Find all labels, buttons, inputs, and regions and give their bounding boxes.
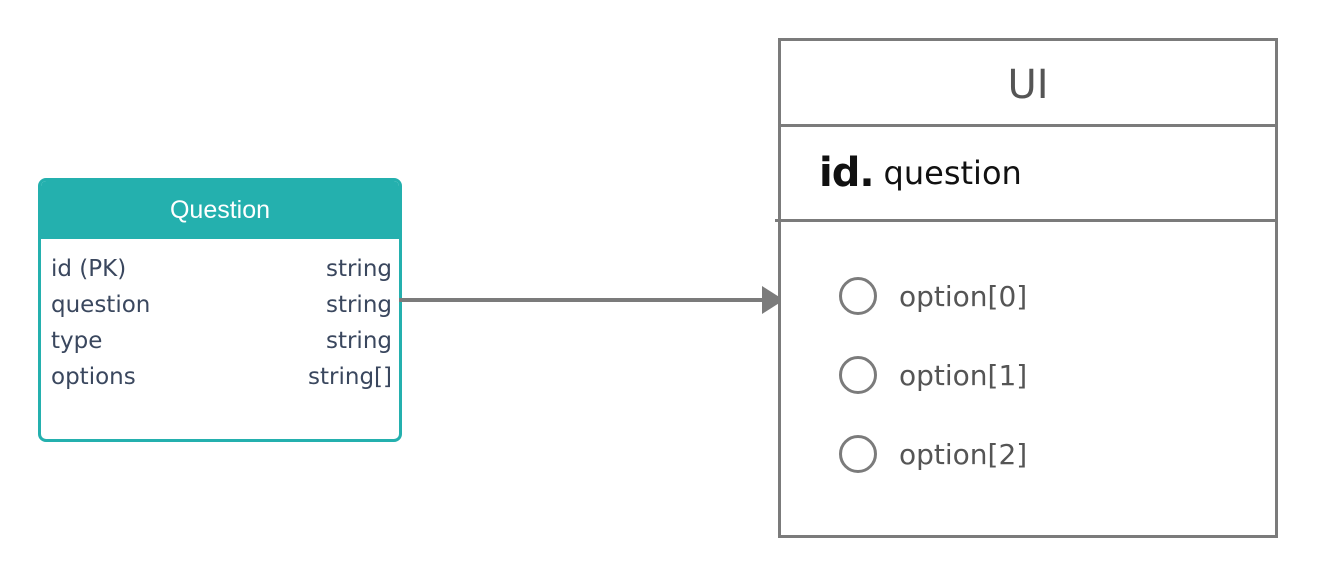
field-name: id (PK) [51, 256, 127, 282]
field-type: string[] [308, 364, 392, 390]
option-label: option[1] [899, 358, 1028, 392]
option-item[interactable]: option[0] [839, 256, 1275, 336]
option-item[interactable]: option[2] [839, 414, 1275, 494]
option-item[interactable]: option[1] [839, 335, 1275, 415]
field-row-options: options string[] [51, 359, 392, 395]
id-prefix: id. [819, 150, 875, 196]
field-name: question [51, 292, 151, 318]
radio-icon[interactable] [839, 435, 877, 473]
field-type: string [325, 256, 392, 282]
field-name: options [51, 364, 136, 390]
options-list: option[0] option[1] option[2] [781, 222, 1275, 494]
option-label: option[2] [899, 437, 1028, 471]
radio-icon[interactable] [839, 277, 877, 315]
field-type: string [325, 292, 392, 318]
entity-fields: id (PK) string question string type stri… [41, 239, 399, 395]
field-name: type [51, 328, 103, 354]
ui-panel: UI id. question option[0] option[1] opti… [775, 38, 1278, 538]
entity-title: Question [41, 181, 399, 239]
arrow-head-icon [762, 286, 784, 314]
field-type: string [325, 328, 392, 354]
question-row: id. question [775, 127, 1275, 222]
radio-icon[interactable] [839, 356, 877, 394]
question-text: question [883, 154, 1022, 192]
field-row-id: id (PK) string [51, 251, 392, 287]
ui-panel-title: UI [781, 41, 1275, 127]
field-row-type: type string [51, 323, 392, 359]
option-label: option[0] [899, 279, 1028, 313]
question-entity: Question id (PK) string question string … [38, 178, 402, 442]
field-row-question: question string [51, 287, 392, 323]
